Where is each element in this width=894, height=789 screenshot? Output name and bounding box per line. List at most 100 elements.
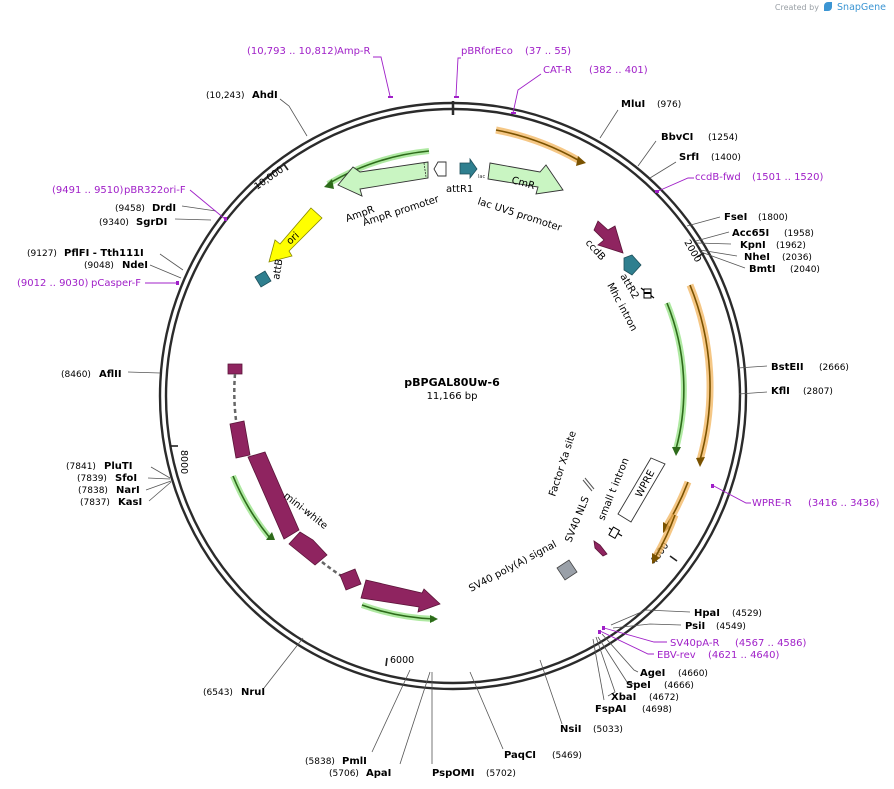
site-position: (976) [657,100,681,110]
site-pluti: (7841) PluTI [66,461,132,472]
snapgene-logo-icon [824,2,833,11]
site-position: (7839) [77,474,107,484]
feature-cmr: CmR lac UV5 promoter [476,162,564,234]
primer-labels: (10,793 .. 10,812) Amp-R pBRforEco (37 .… [17,46,880,661]
primer-sv40pa-r: SV40pA-R (4567 .. 4586) [670,638,807,649]
feature-sv40-nls: SV40 NLS [564,495,608,557]
site-name: XbaI [611,692,636,703]
primer-name: pCasper-F [91,278,141,289]
tick-8000: 8000 [170,445,189,474]
site-bmti: BmtI (2040) [749,264,820,275]
primer-marks [176,96,714,634]
site-nrui: (6543) NruI [203,687,265,698]
site-position: (1962) [776,241,806,251]
site-position: (7841) [66,462,96,472]
site-name: DrdI [152,203,176,214]
site-name: FseI [724,212,747,223]
site-name: PspOMI [432,768,474,779]
primer-range: (1501 .. 1520) [752,172,824,183]
site-name: SfoI [115,473,137,484]
primer-pcasper-f: (9012 .. 9030) pCasper-F [17,278,141,289]
site-position: (8460) [61,370,91,380]
site-name: AflII [99,369,122,380]
site-agei: AgeI (4660) [640,668,708,679]
size-ticks: 2000 4000 6000 8000 10,000 [170,162,705,667]
primer-range: (4621 .. 4640) [708,650,780,661]
site-aflii: (8460) AflII [61,369,122,380]
primer-pbr322ori-f: (9491 .. 9510) pBR322ori-F [52,185,186,196]
primer-ebv-rev: EBV-rev (4621 .. 4640) [657,650,780,661]
site-position: (2807) [803,387,833,397]
tick-6000: 6000 [385,655,414,667]
primer-pbrforeco: pBRforEco (37 .. 55) [461,46,571,57]
site-position: (4660) [678,669,708,679]
feature-label: Factor Xa site [547,430,578,498]
site-pspomi: PspOMI (5702) [432,768,516,779]
site-position: (4698) [642,705,672,715]
site-sfoi: (7839) SfoI [77,473,137,484]
site-name: NdeI [122,260,148,271]
site-position: (5838) [305,757,335,767]
site-position: (2036) [782,253,812,263]
primer-name: WPRE-R [752,498,792,509]
feature-sv40-polya: SV40 poly(A) signal [467,539,578,595]
site-position: (5706) [329,769,359,779]
primer-range: (4567 .. 4586) [735,638,807,649]
site-name: MluI [621,99,645,110]
site-position: (5469) [552,751,582,761]
site-name: BstEII [771,362,804,373]
site-name: NsiI [560,724,581,735]
site-name: HpaI [694,608,720,619]
feature-factor-xa: Factor Xa site [547,430,595,498]
svg-text:lac: lac [478,174,485,180]
site-position: (4529) [732,609,762,619]
site-position: (7838) [78,486,108,496]
site-nhei: NheI (2036) [744,252,812,263]
feature-label-lac-uv5: lac UV5 promoter [476,196,564,234]
green-feature-arcs [230,148,687,623]
site-position: (5702) [486,769,516,779]
plasmid-name: pBPGAL80Uw-6 [404,376,500,389]
site-name: PflFI - Tth111I [64,248,144,259]
site-position: (1254) [708,133,738,143]
site-name: SrfI [679,152,699,163]
primer-wpre-r: WPRE-R (3416 .. 3436) [752,498,880,509]
site-name: Acc65I [732,228,769,239]
site-position: (2666) [819,363,849,373]
primer-range: (382 .. 401) [589,65,648,76]
site-position: (7837) [80,498,110,508]
site-position: (1958) [784,229,814,239]
primer-cat-r: CAT-R (382 .. 401) [543,65,648,76]
site-kpni: KpnI (1962) [740,240,806,251]
site-position: (9458) [115,204,145,214]
site-position: (4672) [649,693,679,703]
primer-range: (37 .. 55) [525,46,571,57]
primer-name: pBR322ori-F [124,185,186,196]
site-labels: (10,243) AhdI MluI (976) BbvCI (1254) Sr… [27,90,849,779]
primer-name: EBV-rev [657,650,696,661]
primer-lines [145,56,751,655]
primer-range: (3416 .. 3436) [808,498,880,509]
site-name: PaqCI [504,750,536,761]
site-position: (4549) [716,622,746,632]
credit-brand: SnapGene [837,2,886,13]
site-name: AhdI [252,90,278,101]
primer-amp-r: (10,793 .. 10,812) Amp-R [247,46,371,57]
site-nari: (7838) NarI [78,485,140,496]
site-fspai: FspAI (4698) [595,704,672,715]
tick-label: 6000 [390,655,414,666]
primer-name: SV40pA-R [670,638,719,649]
restriction-sites [127,98,768,765]
site-name: KasI [118,497,142,508]
site-pflfi: (9127) PflFI - Tth111I [27,248,144,259]
primer-ccdb-fwd: ccdB-fwd (1501 .. 1520) [695,172,824,183]
site-apai: (5706) ApaI [329,768,391,779]
site-bsteii: BstEII (2666) [771,362,849,373]
site-name: AgeI [640,668,665,679]
primer-name: Amp-R [337,46,371,57]
site-position: (6543) [203,688,233,698]
orange-feature-arcs [495,126,714,564]
site-name: NruI [241,687,265,698]
site-position: (9127) [27,249,57,259]
